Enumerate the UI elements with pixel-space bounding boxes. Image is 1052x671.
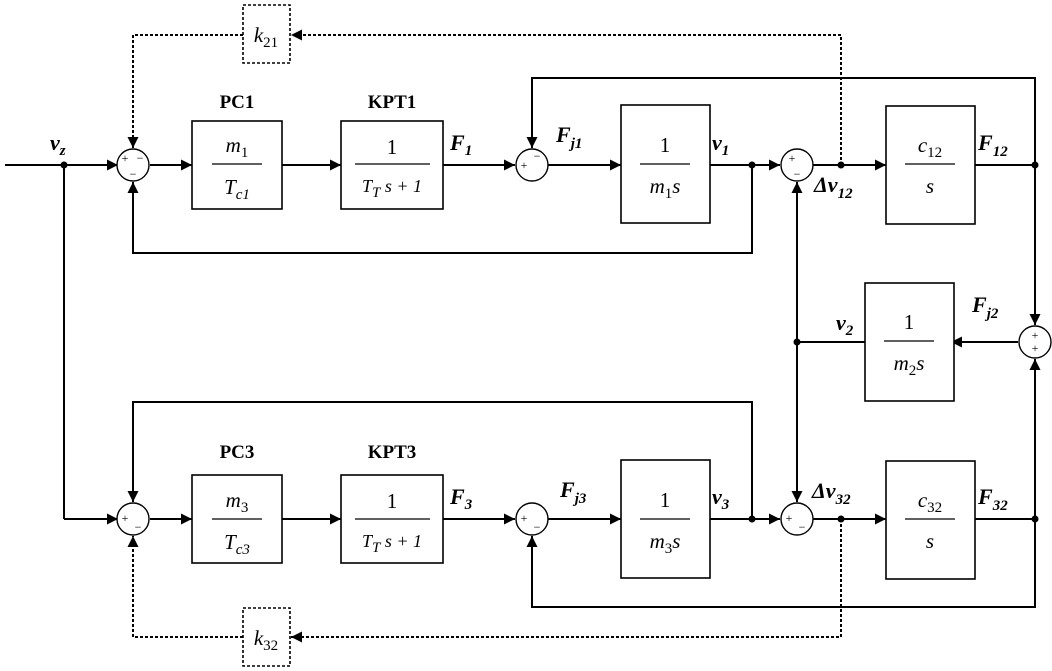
- svg-text:1: 1: [387, 135, 398, 159]
- block-c12: c12 s: [885, 105, 976, 225]
- svg-text:Tc3: Tc3: [224, 530, 250, 558]
- label-fj2: Fj2: [971, 292, 999, 322]
- gain-block-k21: k21: [242, 4, 291, 64]
- svg-text:m2s: m2s: [894, 351, 925, 379]
- sum-junction-fj1: + −: [515, 148, 549, 182]
- heading-pc1: PC1: [220, 92, 255, 113]
- label-fj1: Fj1: [555, 122, 582, 152]
- label-v2: v2: [836, 310, 854, 339]
- label-f32: F32: [977, 484, 1008, 514]
- svg-text:TT s + 1: TT s + 1: [362, 176, 422, 201]
- svg-text:TT s + 1: TT s + 1: [362, 531, 422, 556]
- svg-text:+: +: [1032, 341, 1039, 355]
- connection-lines: [5, 29, 1041, 643]
- svg-text:m3s: m3s: [650, 529, 681, 557]
- label-vz: vz: [50, 130, 66, 159]
- svg-text:s: s: [926, 174, 934, 198]
- sum-junction-fj3: + −: [515, 502, 549, 536]
- svg-text:1: 1: [904, 310, 915, 334]
- svg-text:1: 1: [660, 488, 671, 512]
- svg-text:+: +: [521, 511, 528, 525]
- svg-text:−: −: [794, 167, 801, 181]
- svg-text:c32: c32: [918, 488, 942, 516]
- heading-kpt1: KPT1: [368, 92, 417, 113]
- svg-text:+: +: [786, 511, 793, 525]
- svg-text:+: +: [789, 151, 796, 165]
- svg-text:+: +: [1032, 328, 1039, 342]
- sum-junction-dv12: + −: [780, 148, 814, 182]
- block-kpt1: KPT1 1 TT s + 1: [340, 92, 444, 210]
- svg-text:Tc1: Tc1: [224, 175, 250, 203]
- block-m2s: 1 m2s: [864, 282, 955, 402]
- svg-text:+: +: [122, 151, 129, 165]
- svg-text:−: −: [799, 520, 806, 534]
- block-pc1: PC1 m1 Tc1: [191, 92, 283, 210]
- svg-text:1: 1: [387, 489, 398, 513]
- sum-junction-1: + − −: [116, 148, 150, 182]
- svg-text:−: −: [534, 520, 541, 534]
- gain-block-k32: k32: [242, 607, 291, 667]
- svg-text:−: −: [534, 149, 541, 163]
- svg-text:−: −: [135, 520, 142, 534]
- svg-text:+: +: [521, 158, 528, 172]
- svg-text:+: +: [122, 511, 129, 525]
- heading-pc3: PC3: [220, 442, 255, 463]
- svg-text:m1: m1: [226, 133, 249, 161]
- svg-text:s: s: [926, 529, 934, 553]
- svg-text:−: −: [130, 167, 137, 181]
- svg-text:k21: k21: [254, 23, 278, 51]
- svg-text:−: −: [137, 151, 144, 165]
- label-fj3: Fj3: [559, 477, 587, 507]
- junction-dots: [60, 161, 1039, 523]
- sum-junction-j2: + +: [1018, 325, 1052, 359]
- label-dv12: Δv12: [813, 172, 853, 202]
- label-v1: v1: [712, 130, 729, 159]
- svg-text:c12: c12: [918, 133, 942, 161]
- heading-kpt3: KPT3: [368, 442, 417, 463]
- svg-text:k32: k32: [254, 626, 278, 654]
- block-c32: c32 s: [885, 460, 976, 580]
- label-f3: F3: [449, 484, 473, 513]
- block-pc3: PC3 m3 Tc3: [191, 442, 283, 564]
- sum-junction-dv32: + −: [780, 502, 814, 536]
- block-m1s: 1 m1s: [620, 104, 711, 224]
- label-f12: F12: [977, 130, 1008, 160]
- svg-text:1: 1: [660, 133, 671, 157]
- label-f1: F1: [449, 130, 472, 159]
- sum-junction-3: + −: [116, 502, 150, 536]
- block-m3s: 1 m3s: [620, 459, 711, 579]
- svg-text:m1s: m1s: [650, 174, 681, 202]
- label-v3: v3: [712, 484, 730, 513]
- svg-text:m3: m3: [226, 488, 249, 516]
- label-dv32: Δv32: [811, 478, 851, 508]
- block-kpt3: KPT3 1 TT s + 1: [340, 442, 444, 564]
